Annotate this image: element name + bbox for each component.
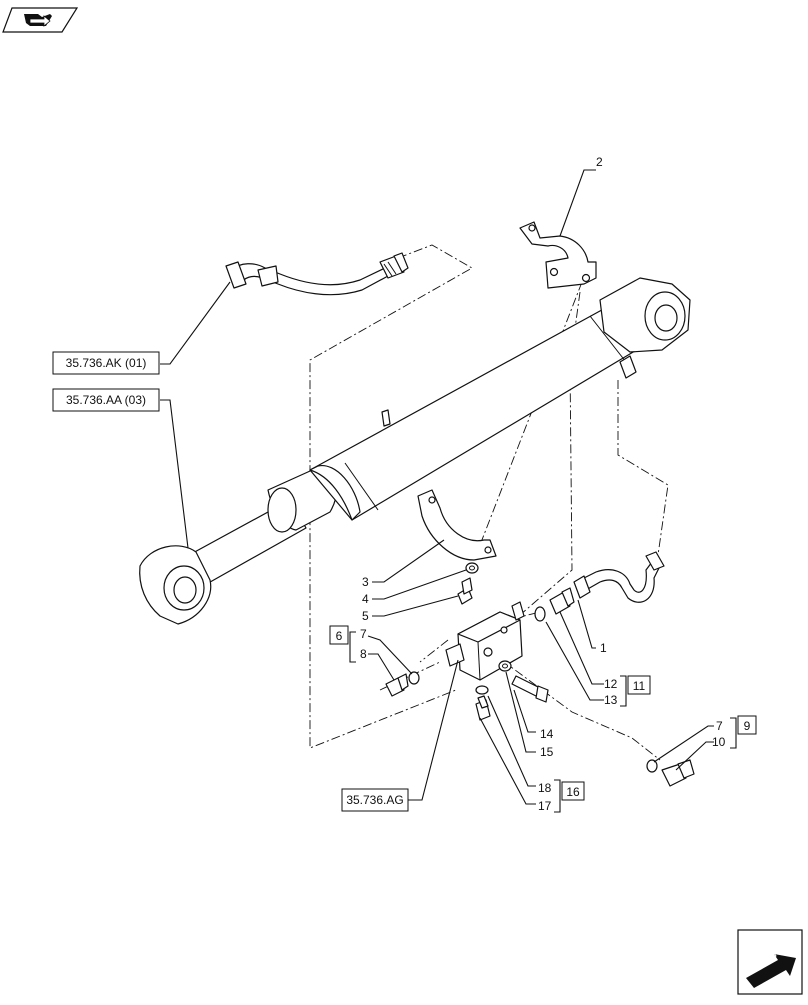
callout-13: 13: [604, 693, 618, 707]
ref-label-aa: 35.736.AA (03): [66, 393, 146, 407]
ref-box-aa[interactable]: 35.736.AA (03): [52, 388, 160, 412]
hose-assembly: [225, 252, 409, 296]
right-elbow-fitting: [646, 759, 695, 787]
book-with-arrow-icon[interactable]: [2, 7, 79, 33]
washer-and-bolt: [457, 562, 479, 605]
bolt-and-washer: [498, 660, 549, 703]
group-box-11: 11: [627, 675, 651, 695]
svg-text:11: 11: [633, 679, 646, 693]
callout-8: 8: [360, 647, 367, 661]
svg-text:16: 16: [566, 785, 580, 799]
clamp-bracket-bottom: [417, 489, 497, 561]
svg-text:9: 9: [744, 719, 751, 733]
group-box-16: 16: [561, 781, 585, 801]
callout-3: 3: [362, 575, 369, 589]
ref-label-ak: 35.736.AK (01): [66, 356, 147, 370]
callout-numbers: 2 3 4 5 7 8 1 12 13 14 15 18 17 7 10: [360, 155, 726, 813]
callout-2: 2: [596, 155, 603, 169]
callout-17: 17: [538, 799, 552, 813]
ref-label-ag: 35.736.AG: [346, 793, 403, 807]
elbow-fitting: [475, 685, 491, 721]
clamp-bracket-top: [519, 221, 597, 289]
ref-box-ag[interactable]: 35.736.AG: [341, 788, 409, 812]
group-brackets: [349, 631, 737, 813]
hydraulic-cylinder: [139, 277, 691, 625]
callout-14: 14: [540, 727, 554, 741]
hose-pipe: [573, 551, 665, 603]
callout-12: 12: [604, 677, 618, 691]
next-page-arrow-icon[interactable]: [737, 929, 803, 995]
callout-4: 4: [362, 592, 369, 606]
ref-box-ak[interactable]: 35.736.AK (01): [52, 351, 160, 375]
callout-7-left: 7: [360, 627, 367, 641]
group-box-9: 9: [737, 715, 757, 735]
callout-10: 10: [712, 735, 726, 749]
callout-7-right: 7: [716, 719, 723, 733]
adapter-fitting: [534, 587, 575, 622]
callout-15: 15: [540, 745, 554, 759]
callout-1: 1: [600, 641, 607, 655]
leader-lines: [160, 169, 714, 805]
callout-18: 18: [538, 781, 552, 795]
group-box-6: 6: [329, 625, 349, 645]
callout-5: 5: [362, 609, 369, 623]
svg-text:6: 6: [336, 629, 343, 643]
